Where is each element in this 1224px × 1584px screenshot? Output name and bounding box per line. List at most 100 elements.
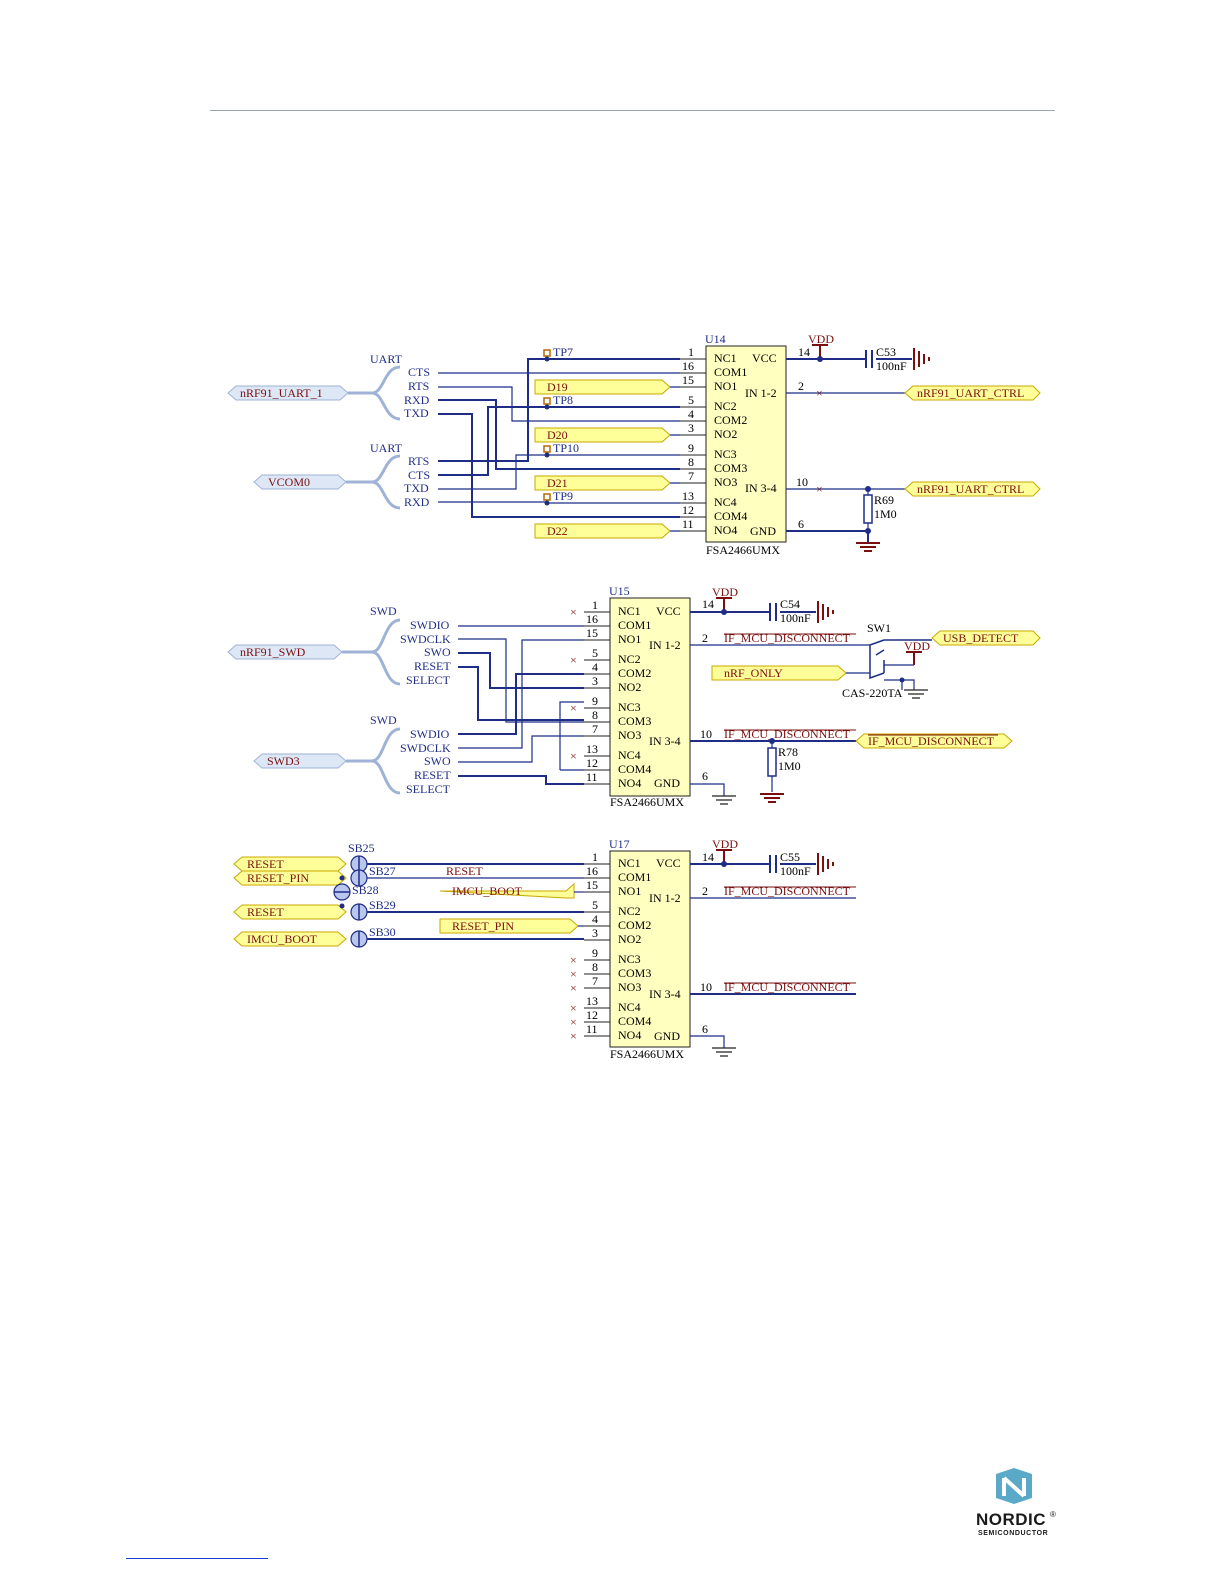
- reset-flag-2: [233, 904, 347, 920]
- usb-detect-label: USB_DETECT: [943, 631, 1019, 645]
- u14-ref: U14: [705, 332, 726, 346]
- u15-pin-name: COM1: [618, 618, 651, 632]
- u14-pin-num: 1: [688, 345, 694, 359]
- tp9-label: TP9: [553, 489, 573, 503]
- u17-gnd-pin: 6: [702, 1022, 708, 1036]
- u14-chip: [705, 345, 787, 543]
- u14-pin-name: NC2: [714, 399, 737, 413]
- u17-pin-num: 5: [592, 898, 598, 912]
- c53-capacitor: [865, 350, 873, 368]
- imcu-boot-net-label: IMCU_BOOT: [452, 884, 523, 898]
- u17-pin-num: 3: [592, 926, 598, 940]
- no-connect-mark: ×: [570, 605, 577, 619]
- u15-part: FSA2466UMX: [610, 795, 684, 809]
- swd1-title: SWD: [370, 604, 397, 618]
- uart2-pin: RTS: [408, 454, 429, 468]
- no-connect-mark: ×: [570, 1015, 577, 1029]
- d20-label: D20: [547, 428, 568, 442]
- c53-ref: C53: [876, 345, 896, 359]
- u14-pin-name: COM1: [714, 365, 747, 379]
- reset-pin-net-label: RESET_PIN: [452, 919, 514, 933]
- u17-pin-num: 13: [586, 994, 598, 1008]
- u15-pin-num: 8: [592, 708, 598, 722]
- no-connect-mark: ×: [816, 482, 823, 496]
- swd2-pin: SWDCLK: [400, 741, 451, 755]
- c55-capacitor: [769, 855, 777, 873]
- uart2-pin: TXD: [404, 481, 429, 495]
- r69-value: 1M0: [874, 507, 897, 521]
- u17-vdd-label: VDD: [712, 837, 738, 851]
- logo-mark: ®: [1050, 1510, 1056, 1519]
- u17-in34-net: IF_MCU_DISCONNECT: [724, 980, 851, 994]
- wire-swo1: [458, 652, 584, 689]
- sb28-label: SB28: [352, 883, 379, 897]
- wire-cts2: [438, 406, 680, 476]
- r78-resistor: [767, 747, 777, 777]
- wire-swdio2: [458, 673, 584, 735]
- tp10-label: TP10: [553, 441, 579, 455]
- u17-pin-num: 4: [592, 912, 598, 926]
- r78-ref: R78: [778, 745, 798, 759]
- u17-in34-pin: 10: [700, 980, 712, 994]
- u14-pin-num: 13: [682, 489, 694, 503]
- u17-pin-num: 1: [592, 850, 598, 864]
- wire-rts1: [438, 386, 680, 422]
- u15-gnd: GND: [654, 776, 680, 790]
- u17-in34: IN 3-4: [649, 987, 681, 1001]
- u17-pin-num: 7: [592, 974, 598, 988]
- u15-vcc-pin: 14: [702, 597, 714, 611]
- u14-pin-num: 3: [688, 421, 694, 435]
- u15-pin-num: 3: [592, 674, 598, 688]
- u14-pin-num: 9: [688, 441, 694, 455]
- uart1-pin: RTS: [408, 379, 429, 393]
- u17-pin-num: 9: [592, 946, 598, 960]
- sw1-ref: SW1: [867, 621, 891, 635]
- u17-part: FSA2466UMX: [610, 1047, 684, 1061]
- u17-pin-name: NO3: [618, 980, 641, 994]
- no-connect-mark: ×: [570, 1029, 577, 1043]
- d-net-links: [670, 386, 680, 532]
- u15-pin-num: 7: [592, 722, 598, 736]
- u15-pin-num: 4: [592, 660, 598, 674]
- u14-pin-name: NC1: [714, 351, 737, 365]
- nrf91-uart-ctrl-label-2: nRF91_UART_CTRL: [917, 482, 1024, 496]
- wire-txd2: [438, 454, 680, 490]
- u15-pin-name: COM4: [618, 762, 651, 776]
- wire-txd1: [438, 413, 680, 518]
- imcu-boot-flag: [233, 931, 347, 947]
- swd1-pin: SWDCLK: [400, 632, 451, 646]
- u17-vcc-pin: 14: [702, 850, 714, 864]
- u14-pin-name: NC3: [714, 447, 737, 461]
- u17-vcc: VCC: [656, 856, 681, 870]
- no-connect-mark: ×: [570, 967, 577, 981]
- u14-pin-name: COM3: [714, 461, 747, 475]
- u15-vdd-label: VDD: [712, 585, 738, 599]
- wire-rts2: [438, 358, 680, 462]
- u15-pin-name: NC4: [618, 748, 641, 762]
- footer-link-rule: [126, 1558, 268, 1559]
- u15-pin-name: NO4: [618, 776, 641, 790]
- u14-pin-num: 15: [682, 373, 694, 387]
- u17-pin-name: NO4: [618, 1028, 641, 1042]
- u15-pin-name: NC2: [618, 652, 641, 666]
- no-connect-mark: ×: [570, 653, 577, 667]
- u17-pin-name: COM1: [618, 870, 651, 884]
- tp9-testpoint: [543, 493, 551, 501]
- u14-pin-num: 8: [688, 455, 694, 469]
- if-mcu-disconnect-flag: [855, 733, 1013, 749]
- u15-pin-name: COM3: [618, 714, 651, 728]
- nrf91-swd-label: nRF91_SWD: [240, 645, 306, 659]
- if-mcu-disconnect-label: IF_MCU_DISCONNECT: [868, 734, 995, 748]
- uart1-pin: CTS: [408, 365, 430, 379]
- uart2-title: UART: [370, 441, 403, 455]
- swd2-pin: RESET: [414, 768, 451, 782]
- swd1-pin: SWDIO: [410, 618, 450, 632]
- swd2-pin: SWDIO: [410, 727, 450, 741]
- u15-pin-name: NC1: [618, 604, 641, 618]
- sb30-label: SB30: [369, 925, 396, 939]
- bus-brace: [346, 727, 401, 795]
- reset-pin-flag: [233, 870, 347, 886]
- u14-vdd-label: VDD: [808, 332, 834, 346]
- u14-pin-name: NO1: [714, 379, 737, 393]
- u14-in34: IN 3-4: [745, 481, 777, 495]
